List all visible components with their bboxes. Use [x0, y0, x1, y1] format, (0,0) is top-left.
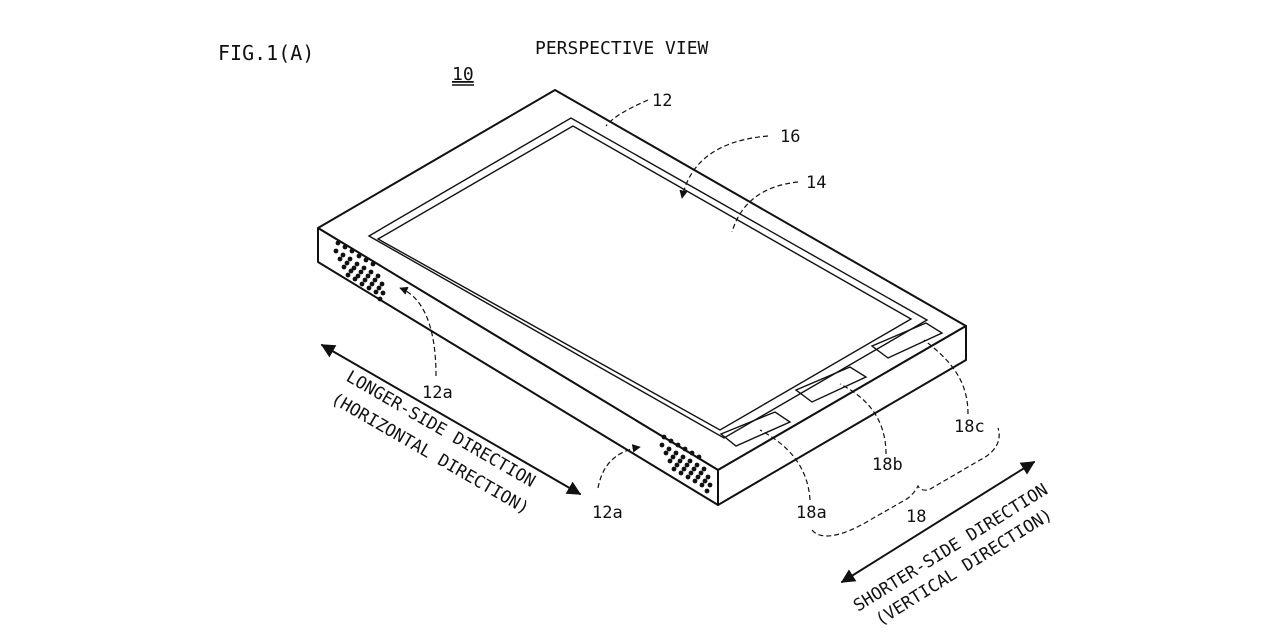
- speaker-grille-right: [659, 434, 713, 494]
- ref-18b: 18b: [872, 455, 903, 475]
- ref-18c: 18c: [954, 417, 985, 437]
- ref-18: 18: [906, 507, 926, 527]
- shorter-side-arrow: [840, 461, 1036, 583]
- button-18a: [719, 411, 792, 447]
- display-screen: [376, 125, 913, 431]
- figure-label: FIG.1(A): [218, 41, 314, 65]
- display-panel: [367, 117, 929, 439]
- ref-12a-right: 12a: [592, 503, 623, 523]
- leader-18b: [839, 383, 887, 455]
- longer-side-arrow: [320, 344, 582, 495]
- device-reference-number: 10: [452, 64, 474, 85]
- view-title: PERSPECTIVE VIEW: [535, 38, 709, 59]
- speaker-grille-left: [333, 240, 386, 302]
- ref-18a: 18a: [796, 503, 827, 523]
- leader-12: [605, 99, 649, 127]
- ref-14: 14: [806, 173, 826, 193]
- leader-18c: [923, 339, 969, 415]
- leader-12a-left: [399, 286, 437, 377]
- button-18c: [870, 322, 944, 359]
- ref-12: 12: [652, 91, 672, 111]
- shorter-side-label-line1: SHORTER-SIDE DIRECTION: [850, 480, 1052, 616]
- housing-side-face: [717, 325, 967, 506]
- button-18b: [794, 366, 868, 403]
- leader-14: [731, 181, 799, 233]
- ref-12a-left: 12a: [422, 383, 453, 403]
- ref-16: 16: [780, 127, 800, 147]
- leader-18a: [759, 429, 811, 501]
